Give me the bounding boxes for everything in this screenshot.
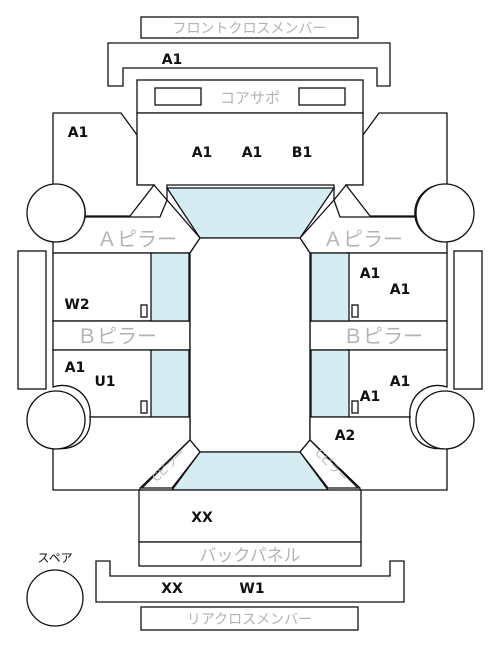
front-cross-member-code: A1 [162, 52, 183, 68]
right-rear-wheel[interactable] [415, 390, 475, 450]
right-front-door[interactable] [346, 252, 448, 322]
left-rear-door-code-2: U1 [94, 374, 115, 390]
rear-cross-member-label-box [140, 606, 359, 631]
right-front-wheel[interactable] [415, 183, 475, 243]
back-panel-label: バックパネル [199, 546, 300, 566]
spare-label: スペア [37, 551, 72, 565]
left-rear-window[interactable] [150, 349, 190, 418]
left-front-fender-code: A1 [68, 125, 89, 141]
rear-cross-member-code-1: XX [161, 581, 183, 597]
left-front-door-handle [140, 304, 148, 318]
hood-code-2: A1 [242, 145, 263, 161]
rear-window[interactable] [170, 451, 330, 491]
trunk-code: XX [191, 510, 213, 526]
right-rear-door-code-1: A1 [390, 374, 411, 390]
front-cross-member[interactable] [107, 42, 391, 87]
hood-code-3: B1 [292, 145, 312, 161]
right-rear-window[interactable] [310, 349, 350, 418]
core-support-right-slot [298, 87, 346, 106]
core-support-label: コアサポ [220, 89, 280, 107]
spare-tire[interactable] [26, 569, 84, 627]
b-pillar-left[interactable] [52, 320, 191, 351]
right-front-door-code-2: A1 [390, 282, 411, 298]
left-side-sill[interactable] [17, 250, 47, 390]
front-cross-member-label-box [140, 16, 359, 39]
left-rear-wheel[interactable] [26, 390, 86, 450]
right-rear-door-handle [351, 400, 359, 414]
right-front-window[interactable] [310, 252, 350, 322]
left-front-window[interactable] [150, 252, 190, 322]
a-pillar-right-label: Ａピラー [323, 227, 403, 251]
right-rear-door-code-2: A1 [360, 389, 381, 405]
b-pillar-right-label: Ｂピラー [343, 324, 423, 348]
b-pillar-left-label: Ｂピラー [77, 324, 157, 348]
left-front-door-code: W2 [64, 297, 89, 313]
right-side-sill[interactable] [453, 250, 483, 390]
left-front-wheel[interactable] [26, 183, 86, 243]
left-rear-door-handle [140, 400, 148, 414]
right-front-door-code-1: A1 [360, 266, 381, 282]
left-rear-door-code-1: A1 [65, 360, 86, 376]
a-pillar-left-label: Ａピラー [97, 227, 177, 251]
trunk[interactable] [138, 489, 362, 543]
right-front-door-handle [351, 304, 359, 318]
back-panel[interactable] [138, 541, 362, 567]
rear-cross-member-label: リアクロスメンバー [187, 612, 312, 628]
front-cross-member-label: フロントクロスメンバー [173, 21, 327, 37]
rear-cross-member-code-2: W1 [239, 581, 264, 597]
roof[interactable] [189, 237, 311, 453]
core-support-left-slot [154, 87, 202, 106]
rear-cross-member[interactable] [95, 560, 405, 603]
hood-code-1: A1 [192, 145, 213, 161]
right-rear-fender-code: A2 [335, 428, 356, 444]
